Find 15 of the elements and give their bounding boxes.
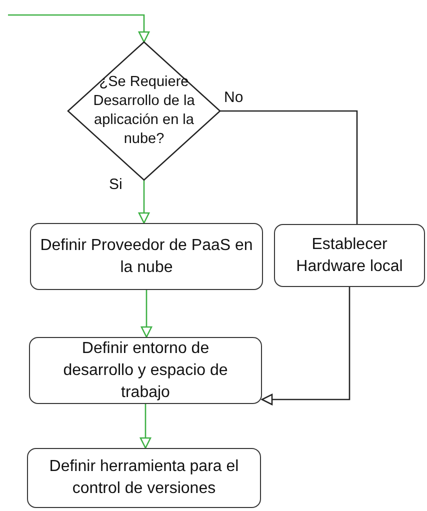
- process-box: [274, 224, 425, 287]
- process-box: [29, 337, 262, 404]
- connector-arrow: [8, 14, 150, 43]
- connector-arrow: [138, 180, 150, 224]
- connector-arrow: [261, 287, 350, 406]
- node-text: ¿Se Requiere Desarrollo de la aplicación en la nube?: [92, 73, 196, 149]
- node-text: Definir entorno de desarrollo y espacio de trabajo: [62, 338, 229, 402]
- process-box: [27, 448, 261, 508]
- node-text: Establecer Hardware local: [295, 234, 404, 276]
- node-text: Definir herramienta para el control de versiones: [48, 457, 240, 499]
- process-box: [30, 223, 263, 290]
- connector-arrow: [140, 290, 152, 338]
- decision-diamond: [68, 42, 220, 180]
- connector-arrow: [140, 404, 152, 449]
- node-text: Definir Proveedor de PaaS en la nube: [39, 236, 254, 278]
